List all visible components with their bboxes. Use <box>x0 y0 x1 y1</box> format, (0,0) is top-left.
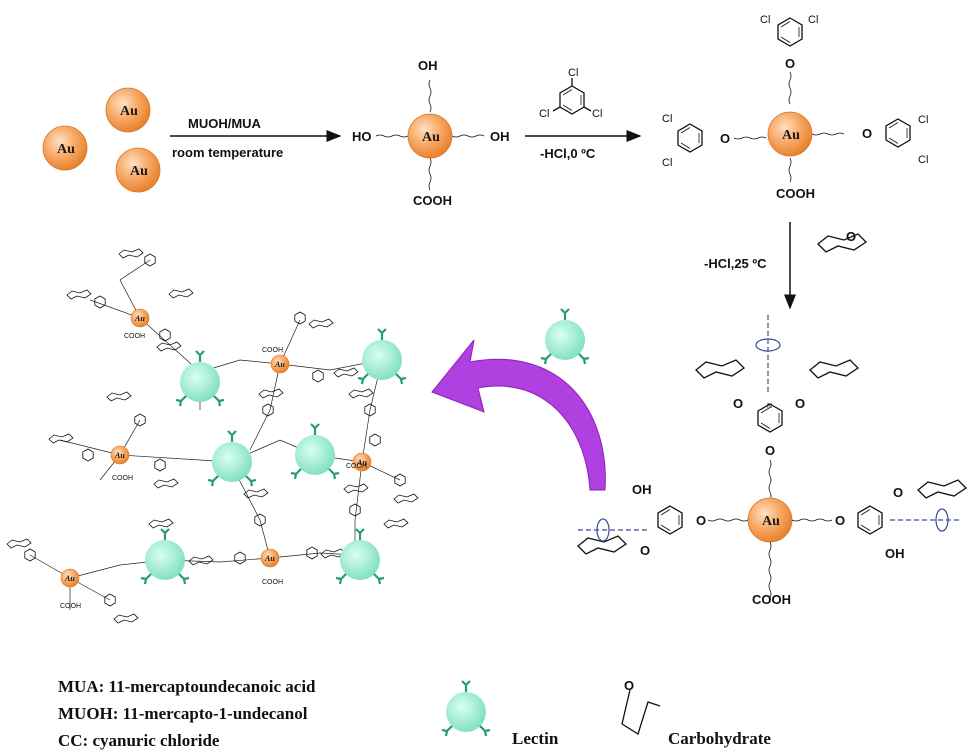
svg-text:O: O <box>696 513 706 528</box>
svg-text:Au: Au <box>130 164 148 179</box>
svg-text:Au: Au <box>64 574 75 583</box>
svg-text:Cl: Cl <box>918 154 928 166</box>
svg-text:N: N <box>767 403 772 410</box>
svg-text:O: O <box>624 678 634 693</box>
svg-text:Cl: Cl <box>568 67 578 79</box>
step3-arrow: -HCl,25 ºC O <box>704 222 867 310</box>
free-gold-particles: Au Au Au <box>42 87 161 193</box>
assembly-arrow <box>431 339 606 491</box>
svg-text:O: O <box>795 396 805 411</box>
svg-text:O: O <box>733 396 743 411</box>
svg-text:COOH: COOH <box>776 186 815 201</box>
svg-text:Cl: Cl <box>662 157 672 169</box>
carbohydrate-legend-icon: O <box>621 678 661 735</box>
svg-text:O: O <box>640 543 650 558</box>
svg-text:O: O <box>785 56 795 71</box>
svg-text:O: O <box>835 513 845 528</box>
svg-text:OH: OH <box>490 129 510 144</box>
svg-text:COOH: COOH <box>262 579 283 586</box>
svg-text:Au: Au <box>762 514 780 529</box>
cyanuric-chloride-reagent: Cl Cl Cl <box>539 67 602 120</box>
svg-text:COOH: COOH <box>413 193 452 208</box>
lectin-legend-icon <box>440 679 492 738</box>
carbohydrate-reagent: O <box>817 229 867 253</box>
symbol-legend: Lectin O Carbohydrate <box>440 678 771 748</box>
svg-text:COOH: COOH <box>112 475 133 482</box>
svg-text:Au: Au <box>422 130 440 145</box>
legend-muoh: MUOH: 11-mercapto-1-undecanol <box>58 704 308 723</box>
carbohydrate-nanoparticle: N O O O Au O OH O O OH O COOH <box>577 315 967 607</box>
legend-lectin: Lectin <box>512 729 559 748</box>
svg-text:Au: Au <box>782 128 800 143</box>
svg-text:COOH: COOH <box>346 463 367 470</box>
svg-text:Cl: Cl <box>662 113 672 125</box>
triazine-nanoparticle: Cl Cl O Cl Cl O Cl Cl O COOH Au <box>662 14 928 201</box>
svg-text:Cl: Cl <box>539 108 549 120</box>
svg-text:O: O <box>893 485 903 500</box>
svg-text:O: O <box>720 131 730 146</box>
step2-condition: -HCl,0 ºC <box>540 146 596 161</box>
svg-text:COOH: COOH <box>124 333 145 340</box>
functionalized-nanoparticle: OH HO OH COOH Au <box>352 58 510 208</box>
svg-text:Au: Au <box>356 458 367 467</box>
svg-text:O: O <box>765 443 775 458</box>
step1-arrow: MUOH/MUA room temperature <box>170 116 342 160</box>
gold-particle-3: Au <box>115 147 161 193</box>
legend-mua: MUA: 11-mercaptoundecanoic acid <box>58 677 316 696</box>
svg-text:Au: Au <box>264 554 275 563</box>
free-lectin <box>539 307 591 366</box>
svg-text:OH: OH <box>632 482 652 497</box>
gold-particle-1: Au <box>105 87 151 133</box>
svg-text:HO: HO <box>352 129 372 144</box>
svg-text:Au: Au <box>274 360 285 369</box>
abbreviation-legend: MUA: 11-mercaptoundecanoic acid MUOH: 11… <box>58 677 316 750</box>
svg-text:Cl: Cl <box>592 108 602 120</box>
svg-text:Cl: Cl <box>760 14 770 26</box>
svg-text:Au: Au <box>114 451 125 460</box>
step3-condition: -HCl,25 ºC <box>704 256 767 271</box>
svg-text:COOH: COOH <box>262 347 283 354</box>
svg-text:COOH: COOH <box>752 592 791 607</box>
gold-particle-2: Au <box>42 125 88 171</box>
step2-arrow: Cl Cl Cl -HCl,0 ºC <box>525 67 642 161</box>
svg-text:Cl: Cl <box>918 114 928 126</box>
svg-text:OH: OH <box>418 58 438 73</box>
svg-text:Cl: Cl <box>808 14 818 26</box>
lectin-gold-network: Au Au Au Au Au Au COOH COOH COOH COOH CO… <box>6 248 419 624</box>
legend-carbohydrate: Carbohydrate <box>668 729 771 748</box>
svg-text:OH: OH <box>885 546 905 561</box>
svg-text:Au: Au <box>120 104 138 119</box>
svg-text:Au: Au <box>57 142 75 157</box>
legend-cc: CC: cyanuric chloride <box>58 731 220 750</box>
svg-text:O: O <box>862 126 872 141</box>
svg-text:Au: Au <box>134 314 145 323</box>
step1-reagent: MUOH/MUA <box>188 116 262 131</box>
svg-text:O: O <box>846 229 856 244</box>
step1-condition: room temperature <box>172 145 283 160</box>
svg-text:COOH: COOH <box>60 603 81 610</box>
